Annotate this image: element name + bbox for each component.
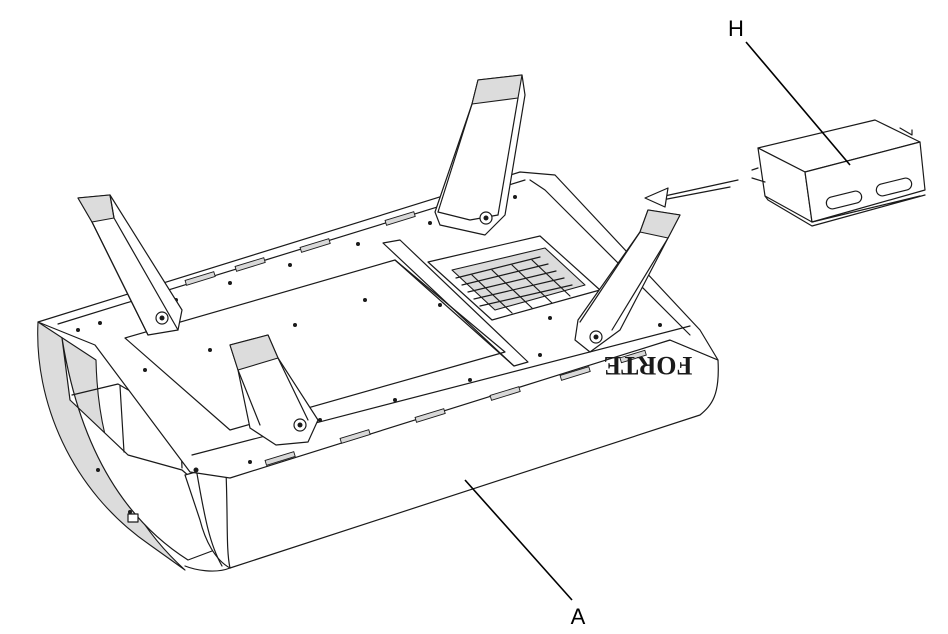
insertion-arrow — [644, 179, 739, 208]
callout-h-label: H — [728, 16, 744, 41]
component-h-box — [751, 119, 926, 227]
bottom-bracket — [127, 513, 139, 523]
leg-back-center — [434, 74, 526, 236]
callout-a: A — [464, 479, 586, 629]
vent-grille — [427, 235, 601, 321]
base-front-face — [184, 339, 719, 569]
brand-lettering: FORTE — [604, 351, 693, 380]
callout-a-leader — [464, 479, 573, 601]
base-center-panel — [124, 259, 506, 431]
callout-h-leader — [745, 41, 851, 166]
leg-front-right — [574, 209, 681, 353]
mounting-holes — [76, 195, 662, 514]
leg-back-left — [77, 194, 183, 336]
callout-h: H — [728, 16, 851, 166]
leg-front-left — [229, 334, 319, 446]
base-part-a: FORTE — [37, 171, 719, 572]
callout-a-label: A — [571, 604, 586, 629]
